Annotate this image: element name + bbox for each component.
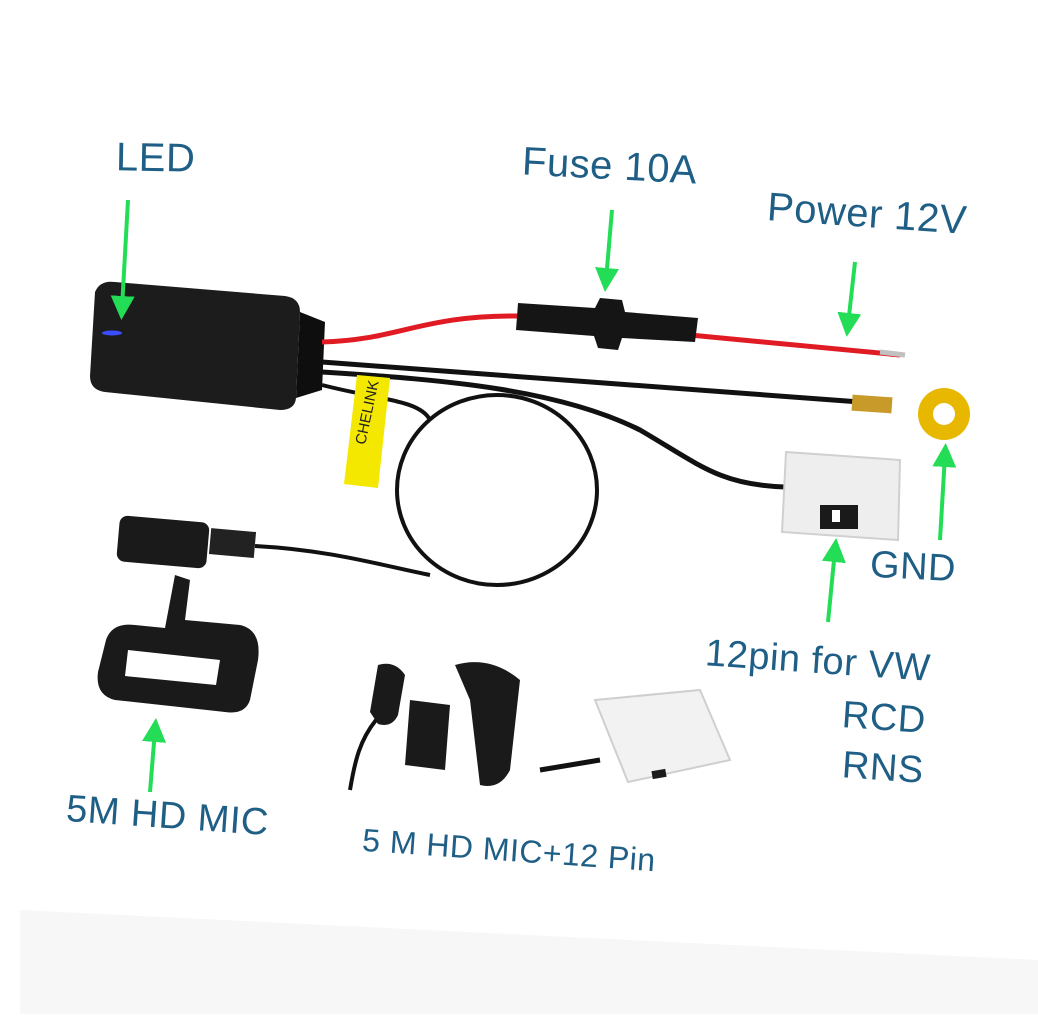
connector-label-line3: RNS: [840, 744, 926, 792]
mic-clip-icon: [97, 575, 259, 713]
inset-mic-icon: [348, 662, 520, 791]
led-label: LED: [115, 135, 196, 181]
vw-12pin-connector-icon: [780, 450, 902, 542]
gnd-label: GND: [868, 543, 958, 591]
arrows: [110, 199, 957, 793]
connector-label-line2: RCD: [840, 694, 928, 742]
connector-cable: [321, 369, 902, 542]
fuse-label: Fuse 10A: [520, 139, 699, 193]
brand-tag: [344, 375, 390, 488]
led-indicator-icon: [102, 330, 122, 336]
ring-terminal-icon: [918, 388, 970, 440]
background-shadow: [20, 910, 1038, 1014]
bluetooth-module: [90, 281, 325, 410]
fuse-holder-icon: [516, 298, 698, 350]
fuse-arrow-icon: [595, 209, 619, 292]
connector-arrow-icon: [821, 538, 846, 623]
mic-cable: [254, 383, 599, 587]
power-wire: [321, 298, 906, 358]
inset-12pin-connector-icon: [539, 688, 732, 784]
ground-wire: [321, 359, 970, 440]
led-arrow-icon: [110, 199, 135, 320]
power-arrow-icon: [837, 261, 862, 337]
mic-plug-icon: [116, 515, 257, 569]
mic-arrow-icon: [142, 718, 166, 793]
gnd-arrow-icon: [932, 443, 957, 541]
